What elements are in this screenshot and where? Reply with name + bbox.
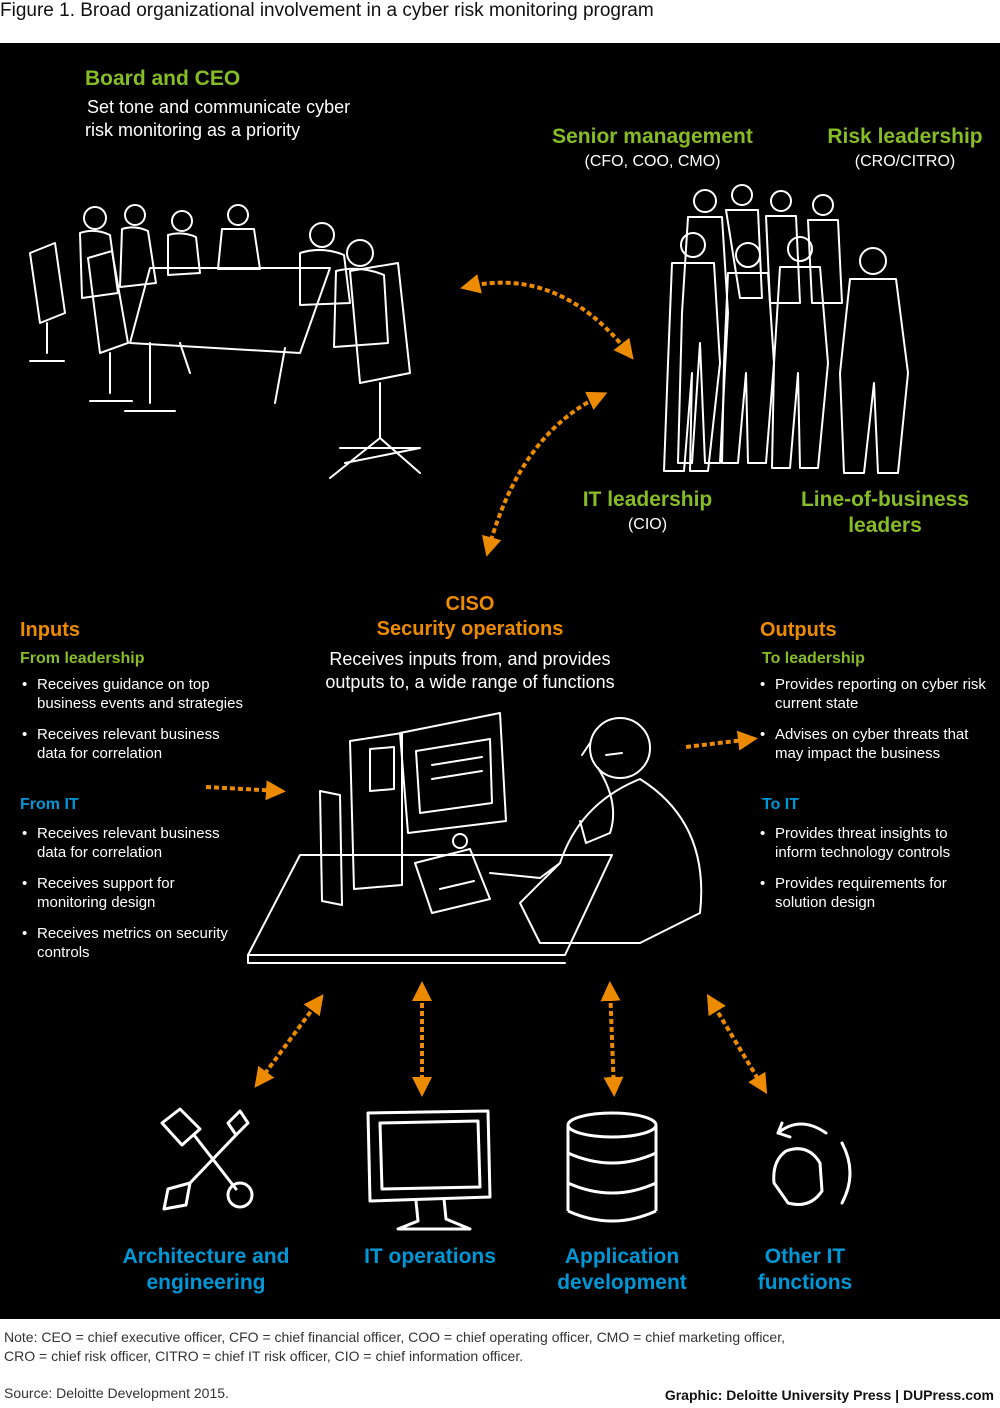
it-function-label-other: Other IT (764, 1245, 846, 1268)
boardroom-illustration (29, 204, 421, 479)
keyboard (414, 848, 491, 914)
it-function-label-architecture-2: engineering (146, 1271, 266, 1294)
crowd-person (839, 247, 909, 474)
source-note: Source: Deloitte Development 2015. (4, 1385, 229, 1401)
lob-leaders-line-1: Line-of-business (800, 488, 969, 511)
list-item: Provides reporting on cyber risk current… (758, 675, 990, 713)
graphic-credit: Graphic: Deloitte University Press | DUP… (664, 1387, 994, 1403)
it-leadership-sub: (CIO) (627, 516, 668, 533)
crowd-person (807, 194, 843, 304)
arrow-ciso-other (706, 993, 768, 1095)
ciso-body (519, 778, 703, 944)
ciso-workstation-illustration (247, 712, 703, 964)
board-description-line-1: Set tone and communicate cyber (87, 97, 351, 117)
crowd-person (725, 184, 763, 299)
list-item: Receives guidance on top business events… (20, 675, 245, 713)
it-function-label-other-2: functions (757, 1271, 853, 1294)
list-item: Advises on cyber threats that may impact… (758, 725, 990, 763)
it-function-label-appdev-2: development (557, 1271, 687, 1294)
left-monitor (349, 732, 403, 890)
ciso-phone-arm (579, 767, 615, 844)
arrow-ciso-appdev (600, 981, 624, 1097)
list-item: Provides threat insights to inform techn… (758, 824, 990, 862)
ciso-head (589, 717, 651, 779)
list-item: Receives relevant business data for corr… (20, 824, 245, 862)
footnote-line-2: CRO = chief risk officer, CITRO = chief … (4, 1348, 524, 1364)
arrow-ciso-architecture (254, 994, 324, 1088)
board-chair (29, 242, 66, 362)
senior-management-title: Senior management (552, 125, 753, 148)
footnote-line-1: Note: CEO = chief executive officer, CFO… (4, 1329, 785, 1345)
list-item: Receives support for monitoring design (20, 874, 245, 912)
mouse-refresh-icon (772, 1121, 852, 1206)
risk-leadership-sub: (CRO/CITRO) (854, 153, 956, 170)
outputs-title: Outputs (760, 619, 837, 641)
lob-leaders-line-2: leaders (848, 514, 922, 537)
from-it-heading: From IT (20, 796, 79, 813)
to-it-list: Provides threat insights to inform techn… (758, 824, 990, 924)
arrow-inputs-to-ciso (205, 780, 286, 801)
footnote: Note: CEO = chief executive officer, CFO… (4, 1328, 994, 1366)
it-function-label-architecture: Architecture and (122, 1245, 290, 1268)
crowd-person (721, 242, 775, 464)
to-it-heading: To IT (762, 796, 800, 813)
board-person (167, 210, 201, 276)
board-chair (87, 250, 133, 402)
from-leadership-list: Receives guidance on top business events… (20, 675, 245, 775)
ciso-description-line-1: Receives inputs from, and provides (329, 649, 611, 669)
diagram-artwork (29, 184, 909, 1231)
arrow-ciso-to-outputs (685, 730, 758, 751)
to-leadership-heading: To leadership (762, 650, 865, 667)
diagram-panel: Board and CEO Set tone and communicate c… (0, 43, 1000, 1319)
list-item: Receives relevant business data for corr… (20, 725, 245, 763)
mouse (452, 833, 468, 849)
crowd-person (765, 190, 801, 304)
ciso-title: CISO (445, 593, 495, 615)
database-icon (566, 1111, 658, 1223)
figure-title: Figure 1. Broad organizational involveme… (0, 0, 654, 21)
list-item: Receives metrics on security controls (20, 924, 245, 962)
board-chair (329, 262, 421, 479)
to-leadership-list: Provides reporting on cyber risk current… (758, 675, 990, 775)
monitor-icon (366, 1109, 492, 1231)
board-person (217, 204, 261, 270)
senior-management-sub: (CFO, COO, CMO) (584, 153, 721, 170)
board-description-line-2: risk monitoring as a priority (85, 120, 301, 140)
arrow-board-management (460, 274, 634, 360)
crowd-person (677, 189, 729, 464)
arrow-management-ciso (482, 391, 608, 557)
board-person (119, 204, 157, 288)
computer-tower (319, 790, 343, 906)
crowd-illustration (663, 184, 909, 474)
risk-leadership-title: Risk leadership (827, 125, 983, 148)
flow-arrows-oneway (205, 730, 758, 801)
it-function-label-itops: IT operations (364, 1245, 496, 1268)
from-it-list: Receives relevant business data for corr… (20, 824, 245, 974)
board-title: Board and CEO (85, 67, 241, 90)
ciso-subtitle: Security operations (376, 618, 564, 640)
list-item: Provides requirements for solution desig… (758, 874, 990, 912)
tools-icon (160, 1107, 254, 1211)
crowd-person (771, 236, 829, 469)
flow-arrows (254, 274, 768, 1097)
board-person (299, 222, 351, 306)
it-leadership-title: IT leadership (582, 488, 713, 511)
crowd-person (663, 232, 721, 472)
ciso-description-line-2: outputs to, a wide range of functions (325, 672, 615, 692)
from-leadership-heading: From leadership (20, 650, 145, 667)
inputs-title: Inputs (20, 619, 80, 641)
right-monitor (399, 712, 507, 834)
it-function-label-appdev: Application (564, 1245, 680, 1268)
board-person (333, 239, 389, 348)
